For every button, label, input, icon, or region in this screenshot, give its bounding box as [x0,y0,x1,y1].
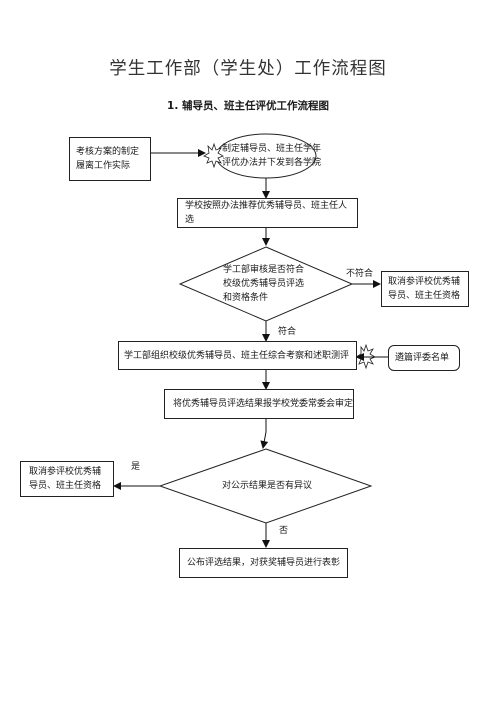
draft-method-text: 制定辅导员、班主任学年 评优办法并下发到各学院 [222,144,322,168]
label-meet: 符合 [278,327,297,337]
publicity-diamond-text: 对公示结果是否有异议 [222,481,313,491]
review-diamond-text: 学工部审核是否符合 校级优秀辅导员评选 和资格条件 [223,265,305,303]
organize-eval-box: 学工部组织校级优秀辅导员、班主任综合考察和述职测评 [118,341,357,370]
label-no: 否 [279,526,289,536]
cancel-qual-box-1: 取消参评校优秀辅 导员、班主任资格 [381,271,469,307]
burst-icon-1 [203,142,224,169]
cancel-qual-box-2: 取消参评校优秀辅 导员、班主任资格 [20,461,114,497]
publish-box: 公布评选结果，对获奖辅导员进行表彰 [179,548,348,578]
label-not-meet: 不符合 [346,269,374,279]
select-committee-box: 遴篇评委名单 [388,345,460,371]
assess-plan-box: 考核方案的制定 履离工作实际 [69,137,151,181]
page-title: 学生工作部（学生处）工作流程图 [109,59,387,79]
edge-report-publicity [260,419,269,449]
school-recommend-box: 学校按照办法推荐优秀辅导员、班主任人选 [177,198,358,228]
page-subtitle: 1. 辅导员、班主任评优工作流程图 [167,100,329,112]
label-yes: 是 [131,462,141,472]
report-committee-box: 将优秀辅导员评选结果报学校党委常委会审定 [164,389,354,419]
